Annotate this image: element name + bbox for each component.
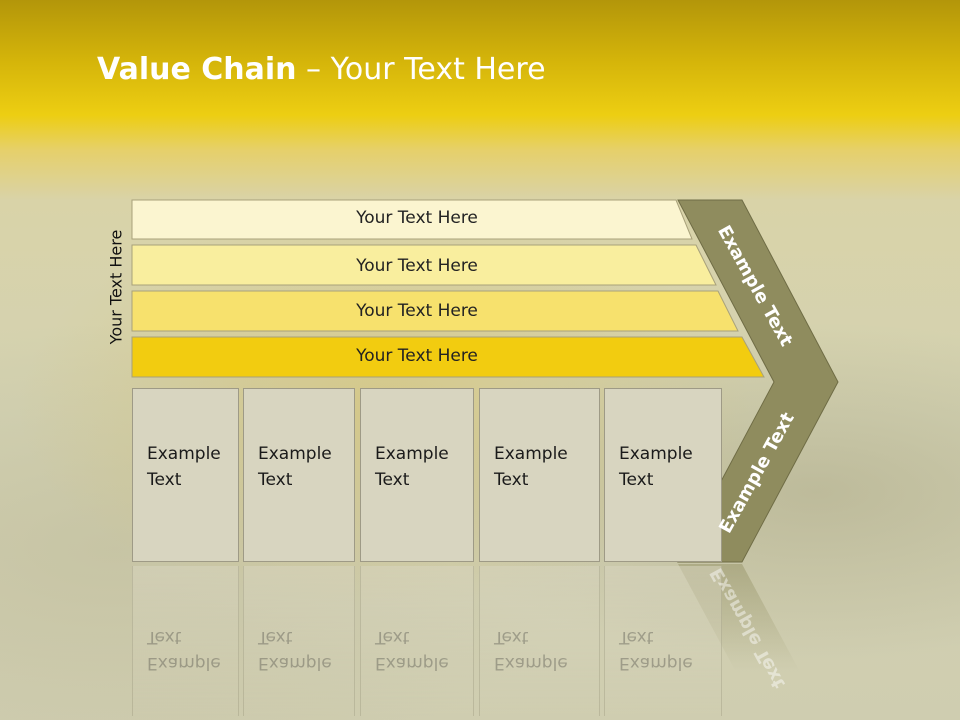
reflection-line-1: Example	[258, 653, 332, 673]
box-line-2: Text	[619, 470, 654, 490]
reflection-label: Example Text	[258, 624, 358, 676]
reflection-line-2: Text	[619, 627, 654, 647]
band-label-4: Your Text Here	[356, 346, 478, 366]
box-line-2: Text	[375, 470, 410, 490]
reflection-line-2: Text	[258, 627, 293, 647]
box-line-1: Example	[258, 444, 332, 464]
reflection-line-2: Text	[375, 627, 410, 647]
box-line-2: Text	[494, 470, 529, 490]
band-label-1: Your Text Here	[356, 208, 478, 228]
band-shape-3	[131, 290, 739, 332]
band-shape-1	[131, 199, 693, 240]
box-line-1: Example	[375, 444, 449, 464]
box-line-1: Example	[494, 444, 568, 464]
box-reflection-4: Example Text	[479, 566, 600, 716]
reflection-line-1: Example	[494, 653, 568, 673]
reflection-label: Example Text	[619, 624, 719, 676]
box-line-1: Example	[619, 444, 693, 464]
reflection-line-1: Example	[147, 653, 221, 673]
box-reflection-2: Example Text	[243, 566, 355, 716]
page-title: Value Chain – Your Text Here	[97, 52, 546, 96]
title-rest: – Your Text Here	[296, 52, 546, 87]
title-bold: Value Chain	[97, 52, 297, 87]
band-shape-4	[131, 336, 765, 378]
reflection-line-2: Text	[147, 627, 182, 647]
chevron-arrow	[677, 199, 839, 563]
reflection-label: Example Text	[147, 624, 247, 676]
reflection-line-1: Example	[375, 653, 449, 673]
reflection-line-1: Example	[619, 653, 693, 673]
box-reflection-3: Example Text	[360, 566, 474, 716]
reflection-label: Example Text	[375, 624, 475, 676]
box-line-2: Text	[147, 470, 182, 490]
band-shape-2	[131, 244, 717, 286]
box-reflection-5: Example Text	[604, 566, 722, 716]
reflection-label: Example Text	[494, 624, 594, 676]
box-line-1: Example	[147, 444, 221, 464]
reflection-line-2: Text	[494, 627, 529, 647]
box-line-2: Text	[258, 470, 293, 490]
band-label-3: Your Text Here	[356, 301, 478, 321]
box-reflection-1: Example Text	[132, 566, 239, 716]
band-label-2: Your Text Here	[356, 256, 478, 276]
